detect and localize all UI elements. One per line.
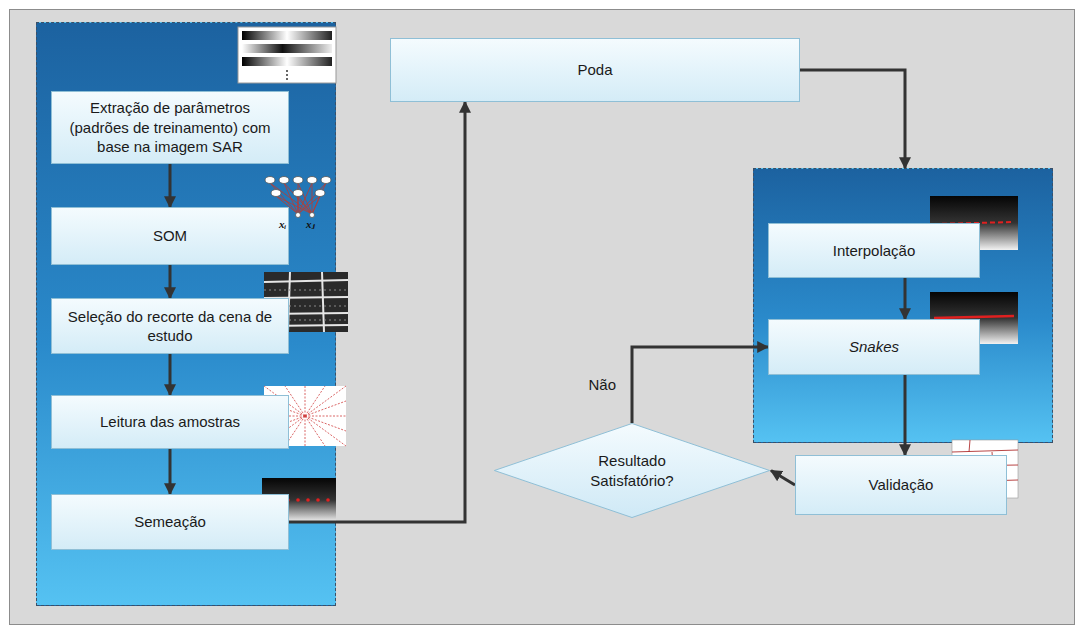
node-text: Validação — [869, 475, 934, 495]
flow-arrow — [169, 265, 172, 298]
node-text: Extração de parâmetros (padrões de trein… — [60, 98, 280, 157]
input-symbol: xⱼ — [306, 218, 315, 231]
node-text: Leitura das amostras — [100, 412, 240, 432]
sample-grid-icon — [264, 386, 346, 446]
input-symbol: xᵢ — [279, 218, 286, 230]
som-network-icon — [265, 177, 331, 218]
snake-icon — [930, 292, 1018, 344]
node-text: Interpolação — [833, 241, 916, 261]
process-box: Seleção do recorte da cena de estudo — [51, 298, 289, 354]
flow-arrow — [289, 102, 465, 522]
flow-arrow — [904, 375, 907, 455]
interpolation-icon — [930, 196, 1018, 250]
process-box: Interpolação — [768, 223, 980, 278]
parameter-strips-icon — [238, 27, 336, 83]
diamond-outline — [493, 423, 771, 518]
process-box: Extração de parâmetros (padrões de trein… — [51, 91, 289, 164]
seeding-icon — [262, 478, 336, 522]
flow-arrow — [904, 278, 907, 319]
flow-arrow — [169, 449, 172, 494]
flow-arrow — [169, 164, 172, 207]
flow-arrow — [632, 347, 768, 423]
sar-scene-icon — [264, 272, 348, 332]
process-box: SOM — [51, 207, 289, 265]
left-stage-panel: Extração de parâmetros (padrões de trein… — [36, 22, 336, 606]
node-text: Seleção do recorte da cena de estudo — [60, 307, 280, 346]
flow-arrow — [800, 70, 905, 168]
decision-diamond: Resultado Satisfatório? — [493, 423, 771, 518]
node-text: Poda — [577, 60, 612, 80]
flow-arrow — [771, 471, 795, 486]
edge-label: Não — [586, 376, 618, 394]
node-text: Snakes — [849, 337, 899, 357]
node-text: SOM — [153, 226, 187, 246]
process-box: Snakes — [768, 319, 980, 375]
right-stage-panel: InterpolaçãoSnakes — [753, 168, 1053, 443]
validation-map-icon — [952, 440, 1018, 498]
node-text: Semeação — [134, 512, 206, 532]
process-box: Leitura das amostras — [51, 395, 289, 449]
flow-arrow — [169, 354, 172, 395]
process-box: Poda — [390, 38, 800, 102]
process-box: Validação — [795, 455, 1007, 515]
node-text: Resultado Satisfatório? — [565, 451, 699, 490]
process-box: Semeação — [51, 494, 289, 550]
